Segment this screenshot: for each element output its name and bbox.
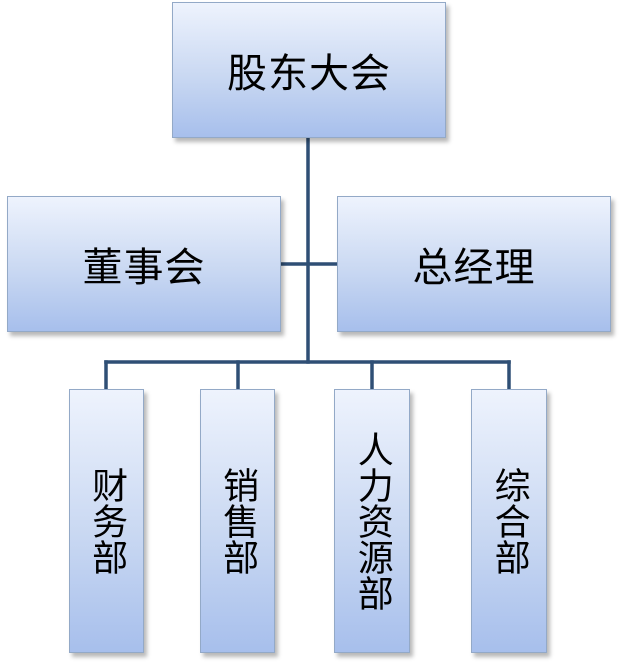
node-label: 股东大会 bbox=[227, 51, 391, 97]
node-label: 综合部 bbox=[488, 467, 530, 575]
node-board-of-directors: 董事会 bbox=[7, 196, 281, 332]
node-finance-department: 财务部 bbox=[69, 389, 144, 653]
node-general-manager: 总经理 bbox=[337, 196, 611, 332]
node-sales-department: 销售部 bbox=[200, 389, 275, 653]
node-label: 人力资源部 bbox=[351, 431, 393, 611]
node-general-affairs-department: 综合部 bbox=[471, 389, 547, 653]
node-label: 总经理 bbox=[412, 245, 536, 291]
node-shareholders-meeting: 股东大会 bbox=[172, 2, 446, 138]
node-label: 董事会 bbox=[82, 245, 206, 291]
node-hr-department: 人力资源部 bbox=[334, 389, 410, 653]
node-label: 财务部 bbox=[86, 467, 128, 575]
node-label: 销售部 bbox=[217, 467, 259, 575]
